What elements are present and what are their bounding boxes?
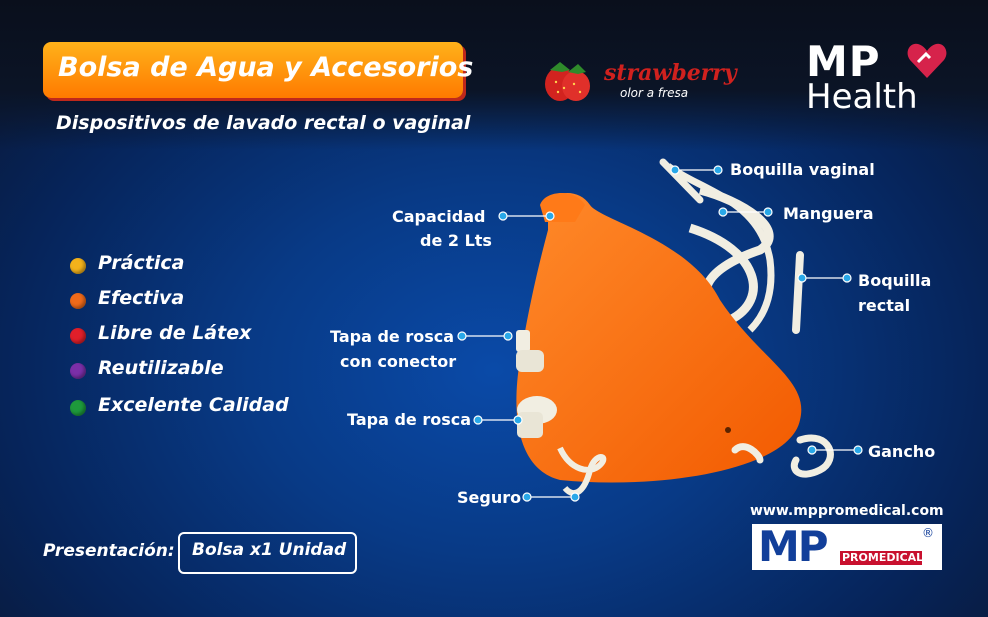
callout-rectal-nozzle-line2: rectal bbox=[858, 296, 911, 315]
mp-health-logo-mp: MP bbox=[806, 37, 881, 86]
callout-hose: Manguera bbox=[783, 204, 874, 223]
bullet-dot-icon bbox=[70, 293, 86, 309]
registered-mark: ® bbox=[922, 526, 934, 540]
presentation-label: Presentación: bbox=[43, 541, 175, 561]
feature-item: Efectiva bbox=[70, 287, 330, 315]
callout-hook: Gancho bbox=[868, 442, 936, 461]
feature-label: Excelente Calidad bbox=[98, 394, 289, 416]
screw-cap bbox=[517, 396, 557, 438]
bullet-dot-icon bbox=[70, 258, 86, 274]
page-title: Bolsa de Agua y Accesorios bbox=[58, 52, 474, 83]
bullet-dot-icon bbox=[70, 328, 86, 344]
callout-clamp: Seguro bbox=[457, 488, 522, 507]
callout-rectal-nozzle-line1: Boquilla bbox=[858, 271, 932, 290]
presentation-value: Bolsa x1 Unidad bbox=[192, 540, 347, 560]
bullet-dot-icon bbox=[70, 363, 86, 379]
mp-health-logo-health: Health bbox=[806, 77, 918, 117]
callout-capacity-line1: Capacidad bbox=[392, 207, 486, 226]
feature-item: Práctica bbox=[70, 252, 330, 280]
callout-screw-cap: Tapa de rosca bbox=[347, 410, 472, 429]
callout-vaginal-nozzle: Boquilla vaginal bbox=[730, 160, 875, 179]
callout-cap-connector-line2: con conector bbox=[340, 352, 457, 371]
callout-cap-connector-line1: Tapa de rosca bbox=[330, 327, 455, 346]
cap-connector bbox=[516, 330, 544, 372]
feature-label: Reutilizable bbox=[98, 357, 224, 379]
feature-item: Libre de Látex bbox=[70, 322, 330, 350]
page-subtitle: Dispositivos de lavado rectal o vaginal bbox=[56, 112, 471, 134]
hook bbox=[731, 434, 834, 478]
presentation-box bbox=[178, 532, 357, 574]
bullet-dot-icon bbox=[70, 400, 86, 416]
strawberry-icon bbox=[545, 62, 590, 101]
promedical-band bbox=[840, 551, 922, 565]
rectal-nozzle bbox=[792, 251, 804, 334]
feature-item: Excelente Calidad bbox=[70, 394, 330, 422]
feature-item: Reutilizable bbox=[70, 357, 330, 385]
clamp bbox=[557, 446, 607, 497]
mp-promedical-logo-mp: MP bbox=[758, 522, 829, 571]
fragrance-name: strawberry bbox=[604, 60, 737, 86]
feature-label: Efectiva bbox=[98, 287, 185, 309]
website-link[interactable]: www.mppromedical.com bbox=[750, 503, 944, 519]
feature-label: Práctica bbox=[98, 252, 185, 274]
title-badge bbox=[43, 42, 463, 98]
fragrance-subtitle: olor a fresa bbox=[620, 86, 689, 100]
mp-promedical-logo-text: PROMEDICAL bbox=[842, 551, 924, 564]
vaginal-nozzle bbox=[659, 158, 704, 204]
heart-icon bbox=[907, 43, 947, 78]
water-bag bbox=[516, 193, 802, 483]
feature-label: Libre de Látex bbox=[98, 322, 252, 344]
hose-tail bbox=[665, 163, 775, 333]
callout-capacity-line2: de 2 Lts bbox=[420, 231, 492, 250]
